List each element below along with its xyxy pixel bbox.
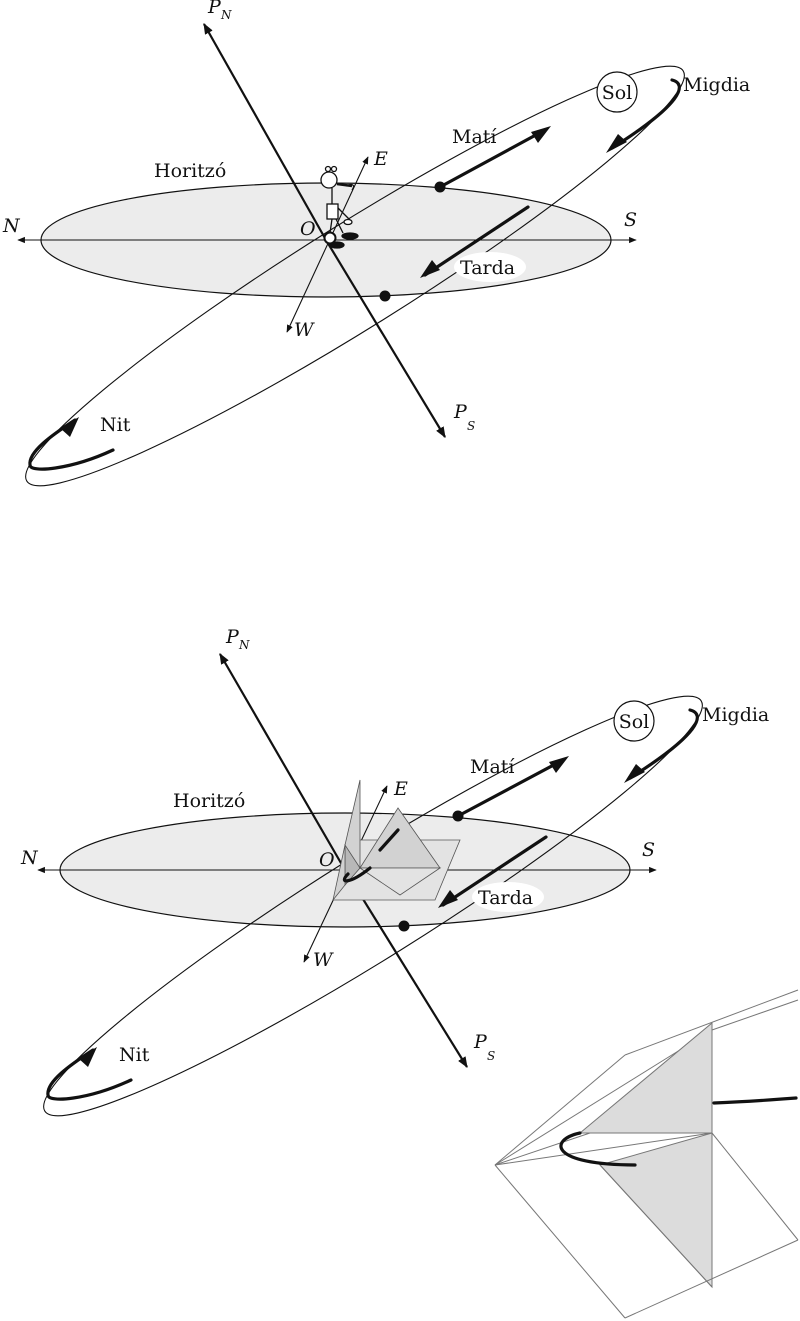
svg-text:N: N xyxy=(238,638,250,652)
sundial-enlarged-icon xyxy=(494,989,799,1319)
svg-text:P: P xyxy=(453,401,468,423)
top-pole-north-label: P N xyxy=(207,0,232,22)
north-label: N xyxy=(2,215,21,237)
svg-text:S: S xyxy=(467,419,475,433)
top-pole-south-label: P S xyxy=(453,401,475,433)
sun-orbit xyxy=(25,65,685,487)
svg-text:P: P xyxy=(207,0,222,18)
sun-label: Sol xyxy=(602,82,633,104)
polar-axis-north xyxy=(219,653,346,871)
horizon-label: Horitzó xyxy=(173,790,245,812)
sunset-point xyxy=(398,920,410,932)
morning-label: Matí xyxy=(470,756,515,778)
noon-arrow xyxy=(606,134,627,153)
top-diagram: Sol P N P S N S xyxy=(2,0,750,487)
north-label: N xyxy=(20,847,39,869)
sun-icon xyxy=(613,700,655,742)
noon-label: Migdia xyxy=(683,74,750,96)
bottom-diagram: Sol P N P S N S E W O Horitzó Migdia Mat… xyxy=(20,626,769,1117)
sunset-point xyxy=(379,290,391,302)
orbit-afternoon-segment xyxy=(423,205,530,277)
sundial-model-small-icon xyxy=(332,779,461,901)
bottom-pole-south-label: P S xyxy=(473,1031,495,1063)
svg-text:N: N xyxy=(220,8,232,22)
svg-text:P: P xyxy=(225,626,240,648)
svg-text:P: P xyxy=(473,1031,488,1053)
noon-arrow xyxy=(624,764,645,783)
night-label: Nit xyxy=(100,414,131,436)
origin-label: O xyxy=(300,218,316,240)
afternoon-arrow xyxy=(438,890,458,908)
afternoon-label: Tarda xyxy=(478,887,533,909)
orbit-morning-segment xyxy=(456,758,565,818)
west-label: W xyxy=(313,949,334,971)
orbit-night-segment xyxy=(28,418,115,471)
west-label: W xyxy=(294,319,315,341)
orbit-noon-segment xyxy=(628,708,699,780)
gnomon-lower-face xyxy=(599,1132,713,1289)
shadow-curve-right xyxy=(712,1096,798,1105)
east-label: E xyxy=(373,148,388,170)
night-arrow xyxy=(60,417,79,437)
noon-label: Migdia xyxy=(702,704,769,726)
afternoon-label: Tarda xyxy=(460,257,515,279)
south-label: S xyxy=(642,839,655,861)
horizon-label: Horitzó xyxy=(154,160,226,182)
sunrise-point xyxy=(452,810,464,822)
orbit-afternoon-segment xyxy=(441,835,548,907)
gnomon-upper-face xyxy=(578,1021,713,1134)
east-label: E xyxy=(393,778,408,800)
shadow-curve-left xyxy=(559,1131,637,1167)
sun-label: Sol xyxy=(619,711,650,733)
night-label: Nit xyxy=(119,1044,150,1066)
night-arrow xyxy=(78,1047,97,1067)
sunrise-point xyxy=(434,181,446,193)
polar-axis-south xyxy=(344,869,468,1068)
svg-text:S: S xyxy=(487,1049,495,1063)
polar-axis-south xyxy=(325,239,446,438)
afternoon-label-bg xyxy=(472,882,544,912)
morning-arrow xyxy=(549,756,569,773)
origin-label: O xyxy=(319,849,335,871)
south-label: S xyxy=(624,209,637,231)
afternoon-arrow xyxy=(420,260,440,278)
orbit-noon-segment xyxy=(610,78,681,150)
sun-icon xyxy=(596,71,638,113)
bottom-pole-north-label: P N xyxy=(225,626,250,652)
morning-label: Matí xyxy=(452,126,497,148)
observer-figure-icon xyxy=(320,165,359,249)
orbit-morning-segment xyxy=(438,128,547,189)
polar-axis-north xyxy=(203,23,327,241)
afternoon-label-bg xyxy=(454,252,526,282)
morning-arrow xyxy=(531,126,551,143)
orbit-night-segment xyxy=(46,1048,133,1101)
